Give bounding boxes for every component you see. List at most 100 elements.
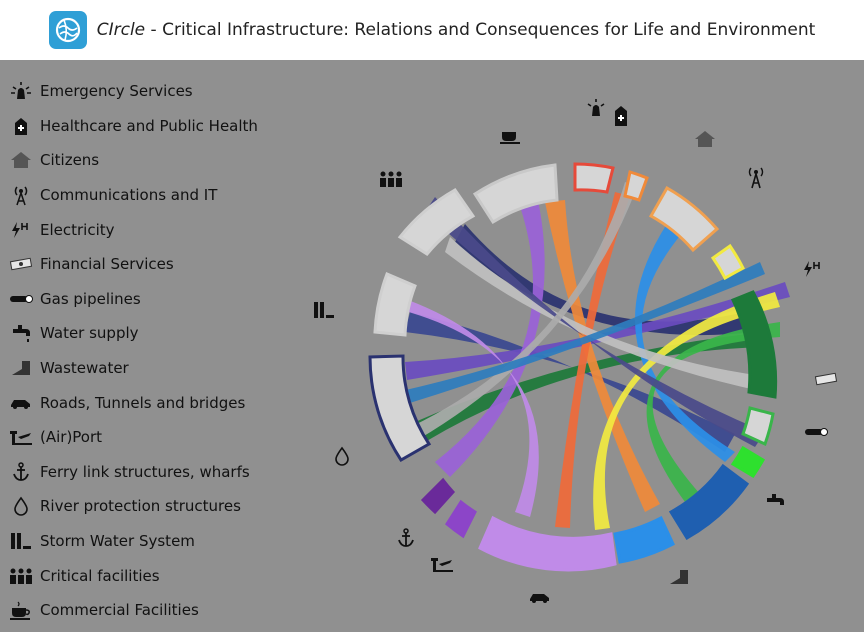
faucet-icon (6, 322, 36, 344)
diagram-panel: Emergency Services Healthcare and Public… (0, 60, 864, 632)
hospital-icon (6, 115, 36, 137)
gas-pipe-icon (6, 288, 36, 310)
segment-ferry[interactable] (420, 477, 456, 515)
airport-icon (431, 558, 453, 572)
segment-critical-facilities[interactable] (397, 188, 476, 256)
legend-item-gas[interactable]: Gas pipelines (6, 282, 258, 317)
legend-item-water-supply[interactable]: Water supply (6, 316, 258, 351)
legend-label: Electricity (40, 220, 115, 239)
segment-financial[interactable] (741, 406, 775, 447)
segment-wastewater[interactable] (613, 515, 675, 564)
legend-label: River protection structures (40, 497, 241, 516)
legend-item-storm-water[interactable]: Storm Water System (6, 524, 258, 559)
chord-ribbon[interactable] (397, 262, 765, 407)
chord-ribbon[interactable] (425, 197, 765, 447)
chord-ribbons (385, 182, 790, 530)
segment-river[interactable] (368, 354, 432, 463)
legend-label: Emergency Services (40, 82, 193, 101)
circle-logo (48, 11, 87, 49)
legend-label: Storm Water System (40, 532, 195, 551)
segment-commercial[interactable] (472, 163, 559, 225)
legend-item-commercial[interactable]: Commercial Facilities (6, 593, 258, 628)
chord-ribbon[interactable] (405, 282, 790, 380)
segment-communications[interactable] (710, 243, 745, 281)
legend-item-critical-facilities[interactable]: Critical facilities (6, 558, 258, 593)
segment-electricity[interactable] (730, 290, 778, 399)
segment-emergency[interactable] (573, 162, 615, 194)
people-icon (380, 171, 402, 187)
segment-storm-water[interactable] (373, 272, 417, 337)
legend-label: Citizens (40, 151, 100, 170)
legend-item-emergency[interactable]: Emergency Services (6, 74, 258, 109)
money-icon (6, 253, 36, 275)
chord-ribbon[interactable] (435, 187, 545, 477)
faucet-icon (767, 494, 784, 505)
anchor-icon (398, 528, 414, 547)
legend-item-roads[interactable]: Roads, Tunnels and bridges (6, 385, 258, 420)
wastewater-icon (670, 570, 688, 584)
segment-gas[interactable] (730, 445, 766, 479)
app-header: CIrcle - Critical Infrastructure: Relati… (0, 0, 864, 60)
siren-icon (587, 99, 605, 116)
legend-label: Critical facilities (40, 566, 160, 585)
legend-label: Healthcare and Public Health (40, 116, 258, 135)
legend-item-wastewater[interactable]: Wastewater (6, 351, 258, 386)
electricity-icon (6, 219, 36, 241)
car-icon (6, 392, 36, 414)
gas-pipe-icon (805, 428, 828, 436)
legend-item-financial[interactable]: Financial Services (6, 247, 258, 282)
segment-icons (314, 99, 838, 603)
page-title: CIrcle - Critical Infrastructure: Relati… (97, 20, 816, 40)
chord-segments (368, 162, 778, 572)
legend-label: Communications and IT (40, 186, 218, 205)
legend-label: Water supply (40, 324, 139, 343)
people-icon (6, 565, 36, 587)
legend-item-electricity[interactable]: Electricity (6, 212, 258, 247)
legend-item-communications[interactable]: Communications and IT (6, 178, 258, 213)
storm-drain-icon (6, 530, 36, 552)
house-icon (6, 149, 36, 171)
chord-ribbon[interactable] (593, 292, 780, 530)
legend-label: Wastewater (40, 359, 129, 378)
legend-label: Commercial Facilities (40, 601, 199, 620)
house-icon (695, 131, 715, 147)
antenna-icon (6, 184, 36, 206)
legend-item-healthcare[interactable]: Healthcare and Public Health (6, 109, 258, 144)
airport-icon (6, 426, 36, 448)
wastewater-icon (6, 357, 36, 379)
legend-item-river[interactable]: River protection structures (6, 489, 258, 524)
chord-ribbon[interactable] (385, 292, 539, 517)
segment-roads[interactable] (478, 515, 617, 572)
chord-ribbon[interactable] (555, 192, 630, 528)
hospital-icon (615, 106, 627, 126)
segment-citizens[interactable] (648, 185, 720, 253)
coffee-cup-icon (6, 599, 36, 621)
electricity-icon (804, 261, 820, 277)
legend-label: Financial Services (40, 255, 174, 274)
title-separator: - (145, 20, 163, 40)
segment-airport[interactable] (445, 499, 477, 539)
coffee-cup-icon (500, 132, 520, 144)
legend-item-ferry[interactable]: Ferry link structures, wharfs (6, 455, 258, 490)
segment-healthcare[interactable] (623, 170, 649, 202)
money-icon (814, 372, 838, 386)
legend-item-airport[interactable]: (Air)Port (6, 420, 258, 455)
water-drop-icon (6, 495, 36, 517)
chord-ribbon[interactable] (445, 237, 770, 392)
legend-item-citizens[interactable]: Citizens (6, 143, 258, 178)
chord-ribbon[interactable] (400, 182, 637, 447)
chord-ribbon[interactable] (545, 200, 660, 512)
segment-water-supply[interactable] (668, 463, 750, 541)
legend-label: Roads, Tunnels and bridges (40, 393, 246, 412)
legend-label: (Air)Port (40, 428, 103, 447)
legend-label: Gas pipelines (40, 289, 141, 308)
water-drop-icon (335, 446, 349, 466)
siren-icon (6, 80, 36, 102)
car-icon (530, 594, 549, 603)
chord-ribbon[interactable] (405, 312, 735, 452)
anchor-icon (6, 461, 36, 483)
brand-name: CIrcle (96, 20, 146, 40)
chord-diagram (314, 99, 838, 603)
title-text: Critical Infrastructure: Relations and C… (162, 20, 816, 40)
globe-network-icon (55, 17, 80, 43)
